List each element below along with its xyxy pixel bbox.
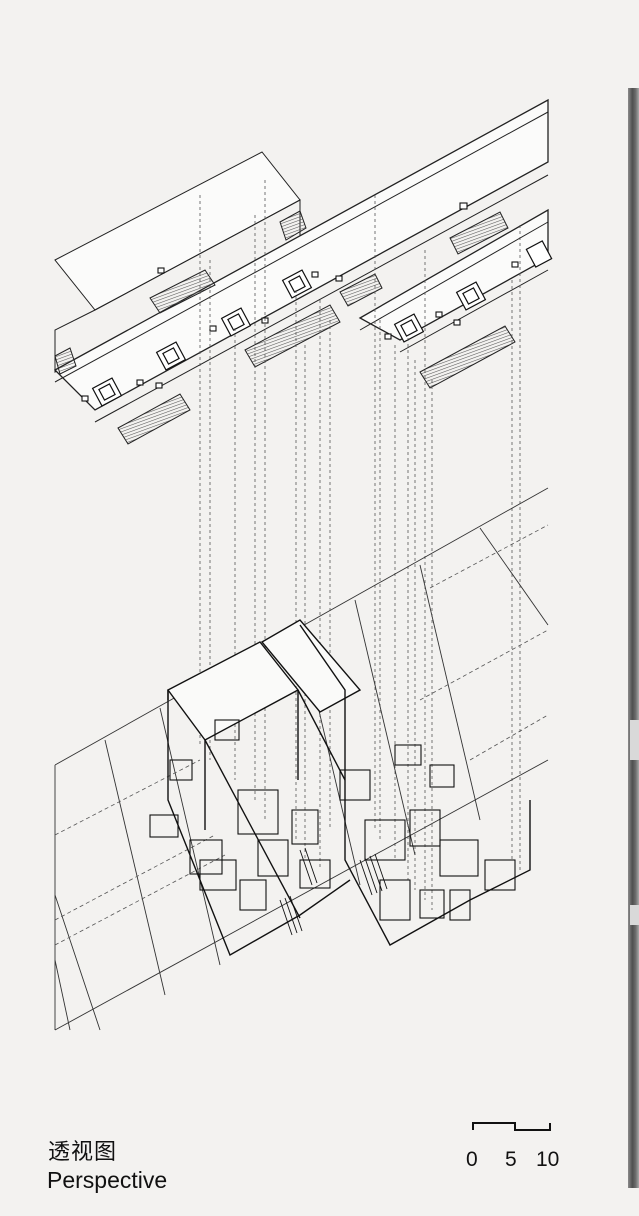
canopy-hatch-7 [279, 210, 307, 241]
canopy-hatch-1 [117, 393, 191, 445]
volume-right-top [260, 619, 362, 713]
scale-tick-0: 0 [466, 1148, 478, 1171]
canopy-hatch-6 [449, 211, 509, 255]
canopy-hatch-5 [419, 325, 516, 389]
interior-stairs [279, 847, 388, 936]
book-spine-band [630, 905, 639, 925]
house-volumes [166, 619, 531, 957]
scale-bar-graphic [472, 1122, 551, 1131]
scale-tick-5: 5 [505, 1148, 517, 1171]
site-grid [54, 487, 549, 1031]
canopy-hatch-2 [149, 269, 216, 314]
site-dashed-lines [54, 524, 549, 946]
projection-lines [199, 180, 521, 910]
roof-plan [53, 98, 549, 445]
caption-title-en: Perspective [47, 1167, 168, 1193]
book-spine-band [630, 720, 639, 760]
roof-skylights [91, 240, 553, 407]
caption-title-cn: 透视图 [48, 1140, 118, 1165]
canopy-hatch-4 [339, 273, 383, 307]
scale-tick-10: 10 [536, 1148, 560, 1171]
canopy-hatch-3 [244, 304, 341, 368]
book-spine [628, 88, 639, 1188]
canopy-hatch-8 [54, 347, 77, 375]
interior-rooms [149, 719, 516, 921]
